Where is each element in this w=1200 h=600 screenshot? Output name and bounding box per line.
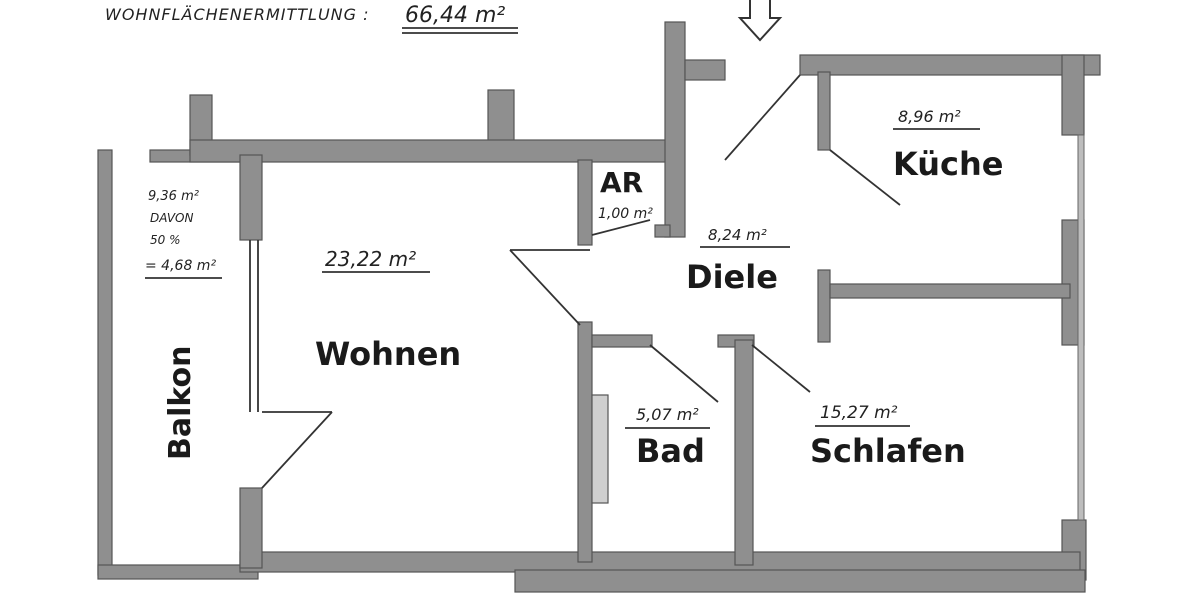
room-label-schlafen: Schlafen — [810, 432, 966, 470]
header-total-area: 66,44 m² — [405, 3, 505, 28]
door-swings — [261, 74, 901, 489]
kueche-area: 8,96 m² — [898, 107, 961, 126]
balkon-area: 9,36 m² — [148, 189, 199, 204]
ar-area: 1,00 m² — [598, 206, 653, 222]
bad-area: 5,07 m² — [636, 405, 699, 424]
room-label-balkon: Balkon — [163, 345, 198, 460]
room-label-ar: AR — [600, 166, 643, 199]
balkon-outline — [97, 149, 259, 580]
room-label-wohnen: Wohnen — [315, 335, 461, 373]
balkon-note-1: DAVON — [150, 211, 194, 225]
room-label-kueche: Küche — [893, 145, 1003, 183]
exterior-walls — [189, 21, 1101, 593]
diele-area: 8,24 m² — [708, 226, 767, 244]
room-label-diele: Diele — [686, 258, 778, 296]
schlafen-area: 15,27 m² — [820, 403, 898, 423]
balkon-reduced-area: = 4,68 m² — [145, 258, 216, 274]
interior-walls — [577, 71, 1071, 566]
header-title: WOHNFLÄCHENERMITTLUNG : — [105, 5, 370, 24]
wohnen-area: 23,22 m² — [325, 247, 416, 271]
entrance-arrow-icon — [737, 0, 783, 42]
balkon-note-2: 50 % — [150, 233, 181, 247]
room-label-bad: Bad — [636, 432, 705, 470]
